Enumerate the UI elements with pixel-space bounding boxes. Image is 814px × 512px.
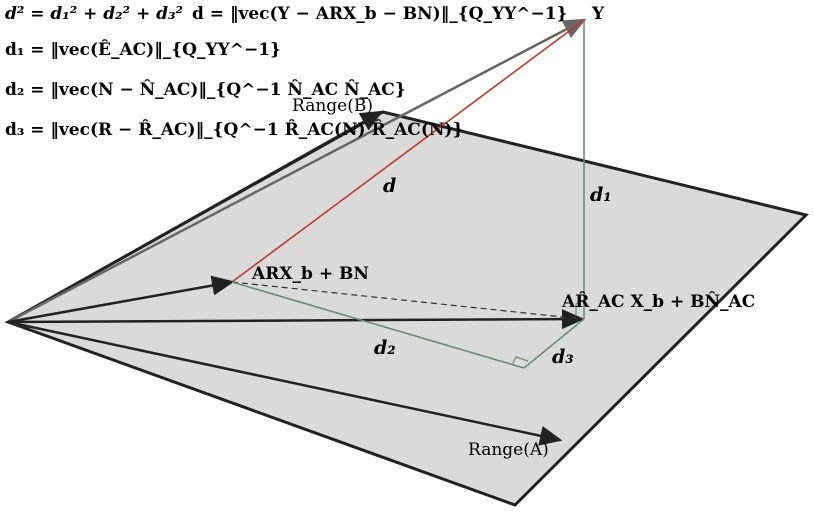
arhat-vector: [7, 309, 585, 330]
equation-d2: d₂ = ‖vec(N − N̂_AC)‖_{Q^−1 N̂_AC N̂_AC}: [5, 80, 406, 100]
point-arxb-label: ARX_b + BN: [252, 264, 369, 284]
equation-d1: d₁ = ‖vec(Ê_AC)‖_{Q_YY^−1}: [5, 40, 281, 60]
point-arhat-label: AR̂_AC X_b + BN̂_AC: [562, 292, 756, 312]
equation-d-squared: d² = d₁² + d₂² + d₃²: [5, 4, 183, 24]
point-y-label: Y: [592, 4, 605, 24]
distance-d-line: [231, 19, 585, 283]
y-vector: [7, 18, 587, 324]
segment-d3-label: d₃: [552, 346, 574, 368]
range-b-label: Range(B): [292, 96, 373, 116]
arxb-vector: [7, 275, 235, 324]
distance-d3-line: [523, 318, 585, 369]
right-angle-marker: [511, 356, 529, 366]
range-a-label: Range(A): [468, 440, 549, 460]
segment-d1-label: d₁: [590, 184, 612, 206]
range-b-vector: [7, 110, 384, 324]
segment-d-label: d: [383, 175, 397, 197]
segment-d2-label: d₂: [374, 337, 396, 359]
range-a-vector: [7, 320, 563, 446]
right-angle-marker-top: [575, 299, 585, 316]
equation-d: d = ‖vec(Y − ARX_b − BN)‖_{Q_YY^−1}: [192, 4, 568, 24]
dashed-connector: [231, 281, 583, 320]
distance-d2-line: [231, 281, 525, 369]
equation-d3: d₃ = ‖vec(R − R̂_AC)‖_{Q^−1 R̂_AC(N) R̂_…: [5, 120, 464, 140]
